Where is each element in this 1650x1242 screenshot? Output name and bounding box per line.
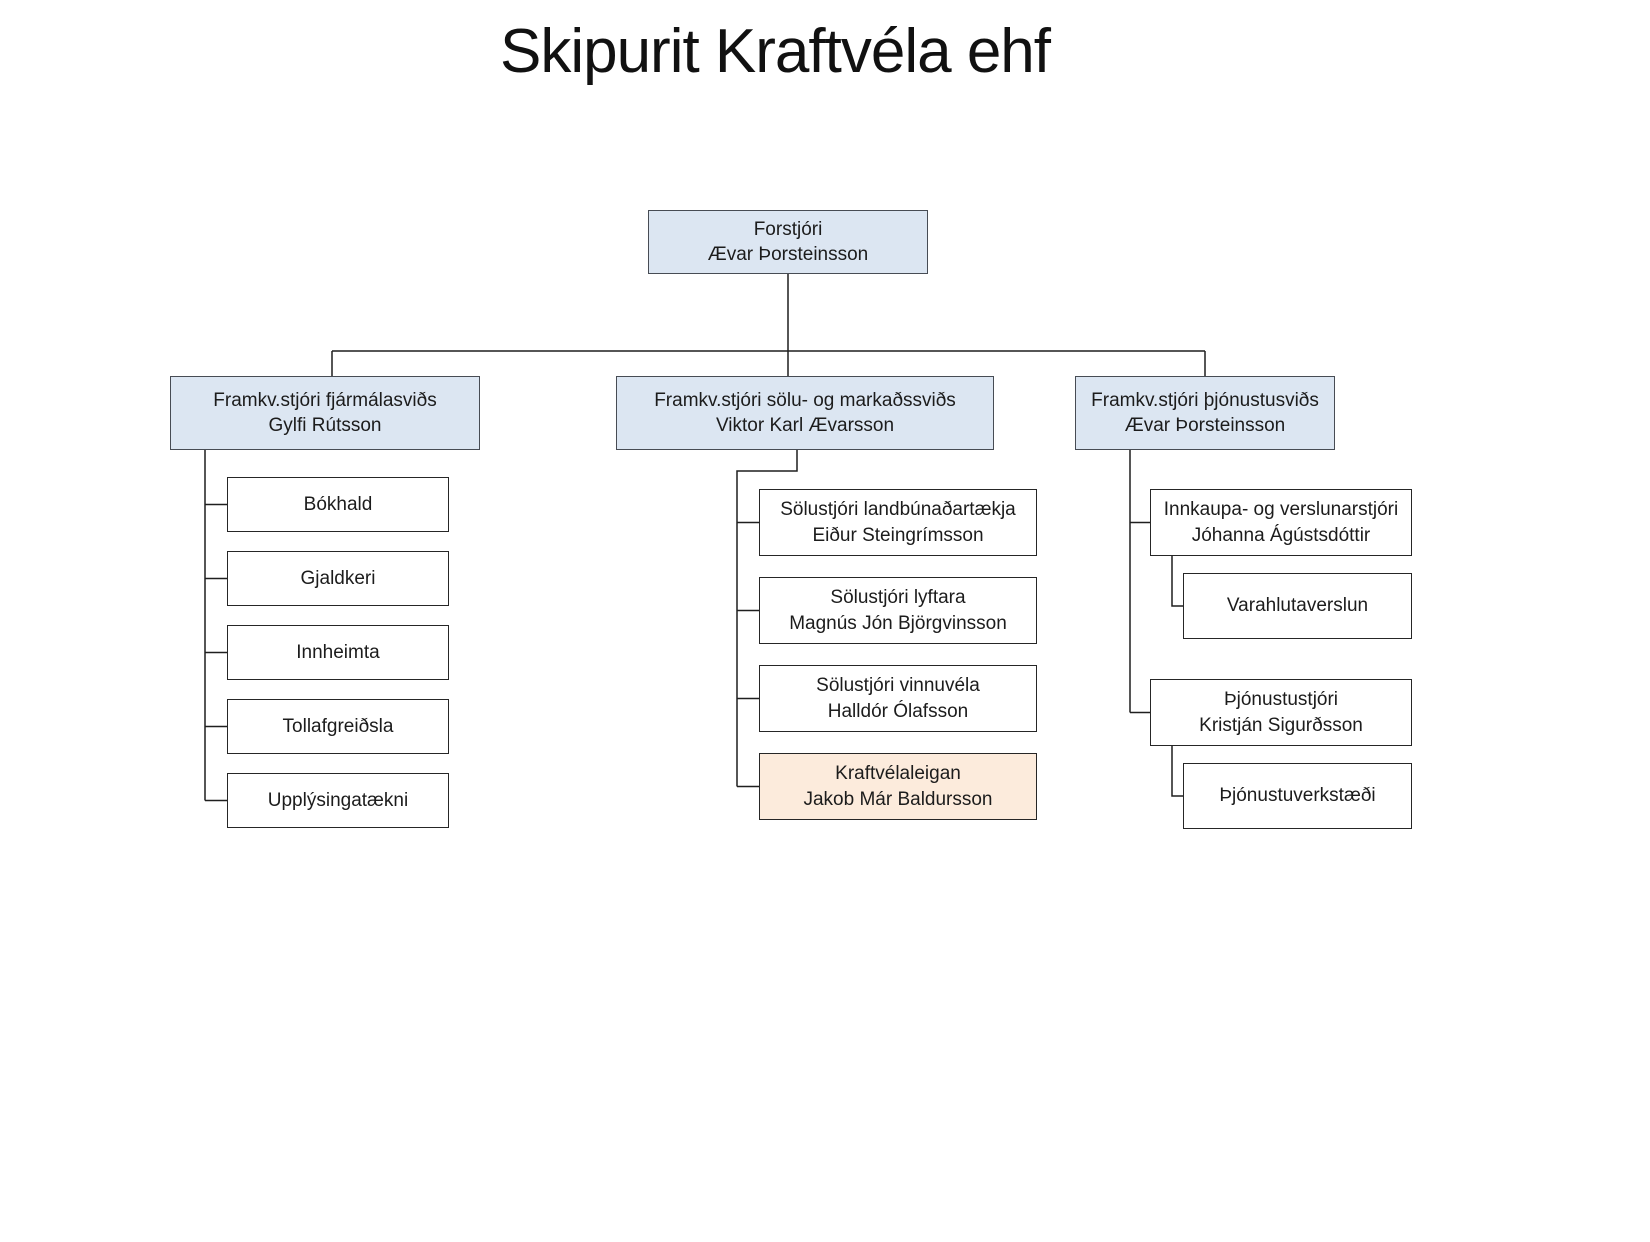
node-thjonustusvid-title: Framkv.stjóri þjónustusviðs bbox=[1091, 389, 1319, 411]
node-innkaupa-verslunarstjori-title: Innkaupa- og verslunarstjóri bbox=[1163, 499, 1399, 521]
node-varahlutaverslun: Varahlutaverslun bbox=[1183, 573, 1412, 639]
node-fjarmalasvid-name: Gylfi Rútsson bbox=[268, 415, 382, 436]
node-innheimta-label: Innheimta bbox=[296, 641, 380, 663]
node-solustjori-landbunadartaekja-name: Eiður Steingrímsson bbox=[812, 524, 984, 546]
node-solustjori-landbunadartaekja: Sölustjóri landbúnaðartækja Eiður Steing… bbox=[759, 489, 1037, 556]
node-solustjori-landbunadartaekja-title: Sölustjóri landbúnaðartækja bbox=[780, 499, 1016, 521]
node-solu-markadssvid-name: Viktor Karl Ævarsson bbox=[715, 415, 895, 436]
node-solustjori-lyftara: Sölustjóri lyftara Magnús Jón Björgvinss… bbox=[759, 577, 1037, 644]
node-fjarmalasvid-title: Framkv.stjóri fjármálasviðs bbox=[213, 389, 437, 411]
node-gjaldkeri-label: Gjaldkeri bbox=[300, 567, 376, 589]
node-innkaupa-verslunarstjori-name: Jóhanna Ágústsdóttir bbox=[1191, 524, 1371, 546]
node-thjonustustjori-name: Kristján Sigurðsson bbox=[1199, 714, 1363, 736]
node-tollafgreidsla-label: Tollafgreiðsla bbox=[282, 715, 394, 737]
node-solu-markadssvid-title: Framkv.stjóri sölu- og markaðssviðs bbox=[654, 389, 956, 411]
node-upplysingataekni: Upplýsingatækni bbox=[227, 773, 449, 828]
node-thjonustustjori: Þjónustustjóri Kristján Sigurðsson bbox=[1150, 679, 1412, 746]
node-bokhald-label: Bókhald bbox=[303, 493, 373, 515]
node-gjaldkeri: Gjaldkeri bbox=[227, 551, 449, 606]
node-solu-markadssvid: Framkv.stjóri sölu- og markaðssviðs Vikt… bbox=[616, 376, 994, 450]
node-forstjori: Forstjóri Ævar Þorsteinsson bbox=[648, 210, 928, 274]
node-solustjori-vinnuvela-name: Halldór Ólafsson bbox=[827, 700, 969, 722]
node-kraftvelaleigan-title: Kraftvélaleigan bbox=[835, 763, 961, 785]
node-kraftvelaleigan: Kraftvélaleigan Jakob Már Baldursson bbox=[759, 753, 1037, 820]
node-solustjori-lyftara-name: Magnús Jón Björgvinsson bbox=[789, 612, 1007, 634]
node-thjonustusvid-name: Ævar Þorsteinsson bbox=[1124, 415, 1286, 436]
node-forstjori-title: Forstjóri bbox=[753, 218, 823, 240]
node-forstjori-name: Ævar Þorsteinsson bbox=[707, 244, 869, 265]
node-upplysingataekni-label: Upplýsingatækni bbox=[267, 789, 409, 811]
node-thjonustuverkstaedi-label: Þjónustuverkstæði bbox=[1219, 785, 1376, 807]
node-innkaupa-verslunarstjori: Innkaupa- og verslunarstjóri Jóhanna Ágú… bbox=[1150, 489, 1412, 556]
node-thjonustuverkstaedi: Þjónustuverkstæði bbox=[1183, 763, 1412, 829]
node-thjonustusvid: Framkv.stjóri þjónustusviðs Ævar Þorstei… bbox=[1075, 376, 1335, 450]
chart-title: Skipurit Kraftvéla ehf bbox=[499, 17, 1051, 86]
node-fjarmalasvid: Framkv.stjóri fjármálasviðs Gylfi Rútsso… bbox=[170, 376, 480, 450]
node-kraftvelaleigan-name: Jakob Már Baldursson bbox=[803, 788, 993, 810]
node-solustjori-vinnuvela: Sölustjóri vinnuvéla Halldór Ólafsson bbox=[759, 665, 1037, 732]
node-solustjori-lyftara-title: Sölustjóri lyftara bbox=[830, 587, 966, 609]
node-solustjori-vinnuvela-title: Sölustjóri vinnuvéla bbox=[816, 675, 980, 697]
node-thjonustustjori-title: Þjónustustjóri bbox=[1223, 689, 1339, 711]
node-tollafgreidsla: Tollafgreiðsla bbox=[227, 699, 449, 754]
node-innheimta: Innheimta bbox=[227, 625, 449, 680]
node-bokhald: Bókhald bbox=[227, 477, 449, 532]
node-varahlutaverslun-label: Varahlutaverslun bbox=[1226, 595, 1369, 617]
